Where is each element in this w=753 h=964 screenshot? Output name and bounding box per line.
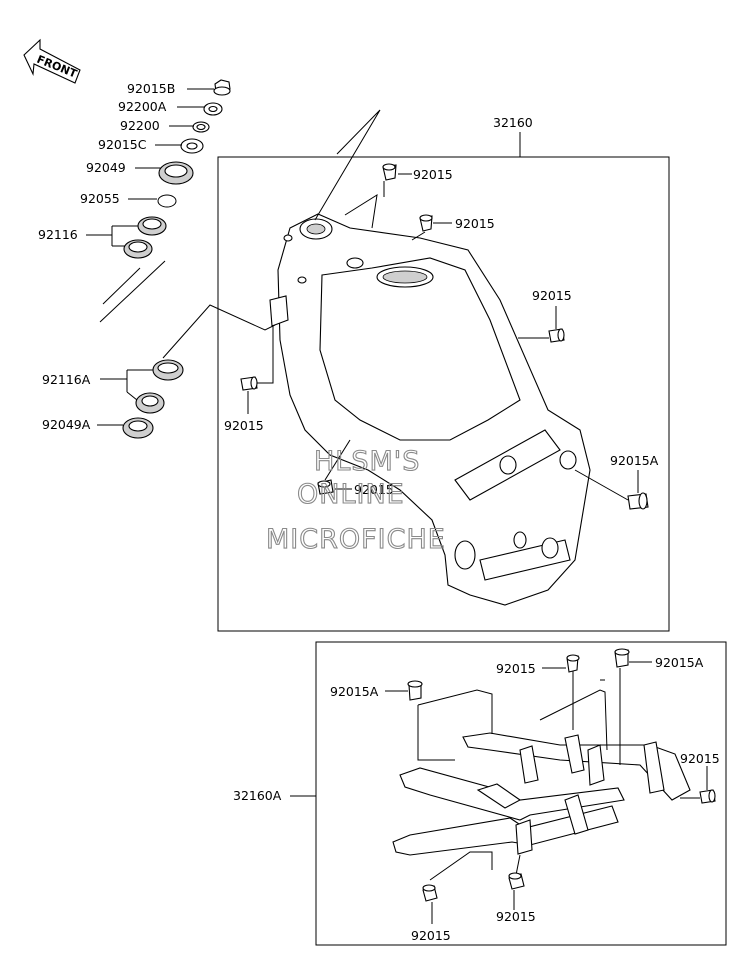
label-92015A-sub1: 92015A xyxy=(330,684,379,699)
front-label: FRONT xyxy=(35,53,79,81)
label-92015-a: 92015 xyxy=(413,167,453,182)
label-32160A: 32160A xyxy=(233,788,282,803)
bolt-92015-i xyxy=(508,872,525,890)
bolt-92015A-sub2 xyxy=(614,648,630,668)
label-92015-b: 92015 xyxy=(455,216,495,231)
watermark-line-1: HLSM'S xyxy=(314,446,420,477)
label-92015-d: 92015 xyxy=(224,418,264,433)
bolt-92015-h xyxy=(422,884,438,902)
part-labels: 92015B 92200A 92200 92015C 92049 92055 9… xyxy=(38,81,720,943)
label-92015B: 92015B xyxy=(127,81,175,96)
label-92015-i: 92015 xyxy=(496,909,536,924)
label-92116A: 92116A xyxy=(42,372,91,387)
label-92015-f: 92015 xyxy=(496,661,536,676)
watermark: HLSM'S ONLINE MICROFICHE xyxy=(265,445,446,555)
label-92015-c: 92015 xyxy=(532,288,572,303)
frame-32160-box xyxy=(217,156,670,632)
label-92015-g: 92015 xyxy=(680,751,720,766)
bolt-92015A-sub1 xyxy=(407,680,423,701)
bolt-92015-a xyxy=(382,163,397,181)
label-92015-h: 92015 xyxy=(411,928,451,943)
label-92015-e: 92015 xyxy=(354,482,394,497)
label-92049: 92049 xyxy=(86,160,126,175)
bolt-92015-c xyxy=(548,328,565,343)
label-92200: 92200 xyxy=(120,118,160,133)
watermark-line-3: MICROFICHE xyxy=(266,524,446,555)
front-arrow-icon: FRONT xyxy=(23,38,81,84)
main-frame-32160 xyxy=(269,109,591,606)
subframe-32160A-box xyxy=(315,641,727,946)
bolt-92015-d xyxy=(240,376,258,391)
steering-stack xyxy=(99,79,276,439)
label-92015A-sub2: 92015A xyxy=(655,655,704,670)
label-92116: 92116 xyxy=(38,227,78,242)
bolt-92015A-main xyxy=(627,492,649,510)
label-92055: 92055 xyxy=(80,191,120,206)
bolt-92015-f xyxy=(566,654,580,673)
label-92049A: 92049A xyxy=(42,417,91,432)
label-92015A-main: 92015A xyxy=(610,453,659,468)
bolt-92015-e xyxy=(317,479,334,495)
label-92015C: 92015C xyxy=(98,137,147,152)
bolt-92015-g xyxy=(699,789,716,804)
subframe-32160A xyxy=(392,668,691,881)
label-32160: 32160 xyxy=(493,115,533,130)
watermark-line-2: ONLINE xyxy=(297,479,405,510)
bolt-92015-b xyxy=(419,214,433,232)
label-92200A: 92200A xyxy=(118,99,167,114)
